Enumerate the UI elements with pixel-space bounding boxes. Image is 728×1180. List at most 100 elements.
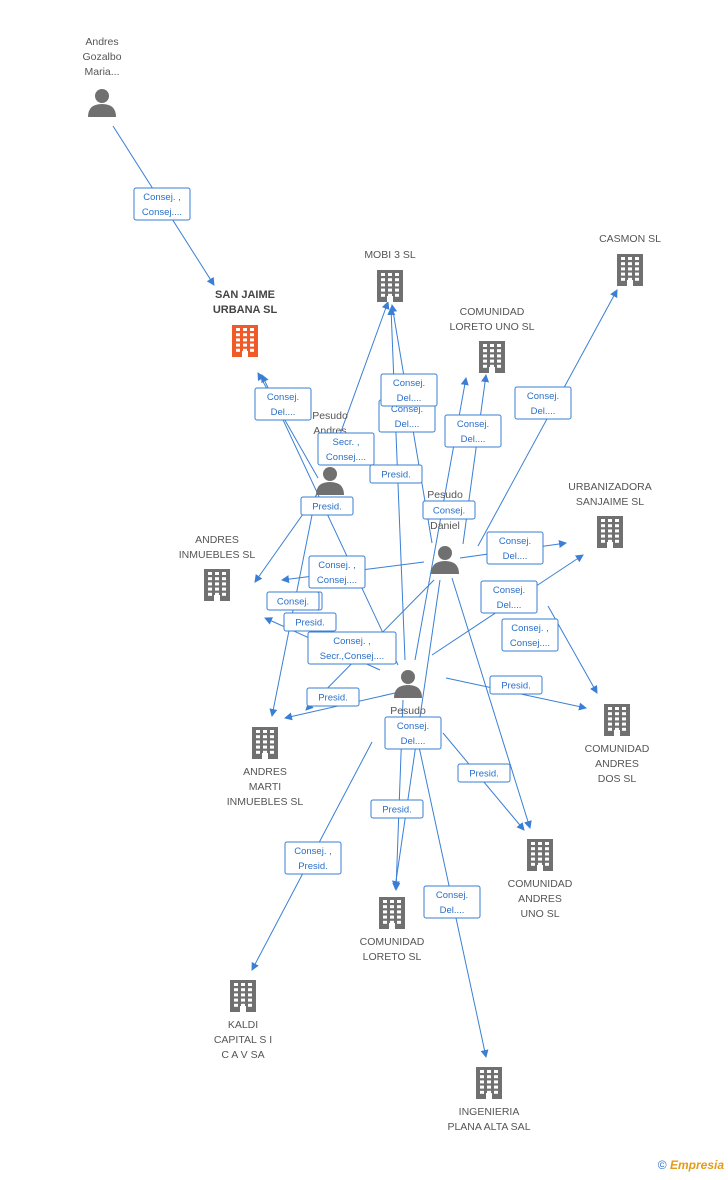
- node-label: UNO SL: [520, 908, 559, 920]
- edge-label-pesudo_daniel-to-com_loreto_uno[interactable]: Consej.Del....: [444, 414, 502, 448]
- edge-label-pesudo_carlos-to-kaldi[interactable]: Consej. , Presid.: [284, 841, 342, 875]
- node-label: CAPITAL S I: [214, 1034, 272, 1046]
- edge-role-text: Consej.: [267, 392, 299, 403]
- edge-role-text: Presid.: [501, 681, 531, 692]
- edge-label-pesudo_daniel-to-mobi3[interactable]: Consej.Del....: [378, 399, 436, 433]
- edge-role-text: Consej....: [510, 638, 550, 649]
- edge-label-pesudo_carlos-to-san_jaime[interactable]: Presid.: [283, 612, 337, 632]
- edge-role-text: Consej....: [142, 207, 182, 218]
- edge-line-pesudo_carlos-to-san_jaime: [261, 374, 399, 666]
- edge-label-pesudo_carlos-to-ingenieria[interactable]: Consej. Del....: [423, 885, 481, 919]
- edge-role-text: Presid.: [312, 502, 342, 513]
- edge-label-box: [307, 631, 397, 665]
- node-casmon[interactable]: CASMON SL: [599, 233, 661, 286]
- edge-label-box: [489, 675, 543, 695]
- edge-label-pesudo_carlos-to-com_loreto[interactable]: Consej.Del....: [384, 716, 442, 750]
- edge-role-text: Presid.: [318, 693, 348, 704]
- node-label: Daniel: [430, 520, 460, 532]
- person-icon: [394, 670, 422, 698]
- edge-label-pesudo_carlos-to-com_andres_uno[interactable]: Presid.: [457, 763, 511, 783]
- node-label: Gozalbo: [82, 51, 121, 63]
- node-label: ANDRES: [243, 766, 287, 778]
- footer-brand[interactable]: © Empresia: [658, 1158, 724, 1172]
- node-label: LORETO UNO SL: [450, 321, 535, 333]
- edge-role-text: Consej. ,: [318, 560, 356, 571]
- node-label: CASMON SL: [599, 233, 661, 245]
- edge-label-box: [384, 716, 442, 750]
- edge-role-text: Consej.: [457, 419, 489, 430]
- edge-label-box: [480, 580, 538, 614]
- edge-role-text: Consej....: [326, 452, 366, 463]
- edge-role-text: Presid.: [298, 861, 328, 872]
- company-building-icon: [597, 516, 623, 548]
- edge-role-text: Consej. ,: [294, 846, 332, 857]
- edge-label-box: [457, 763, 511, 783]
- edge-label-pesudo_carlos-to-andres_inmuebles[interactable]: Consej.: [266, 591, 320, 611]
- edge-label-pesudo_andres-to-andres_inmuebles[interactable]: Presid.: [300, 496, 354, 516]
- edge-label-pesudo_daniel-to-com_andres_dos[interactable]: Consej. , Consej....: [501, 618, 559, 652]
- edge-label-pesudo_daniel-to-com_andres_uno[interactable]: Consej.Del....: [480, 580, 538, 614]
- node-label: COMUNIDAD: [585, 743, 650, 755]
- edge-label-box: [370, 799, 424, 819]
- edge-line-pesudo_carlos-to-mobi3: [387, 307, 406, 661]
- edge-label-pesudo_daniel-to-urb_sanjaime[interactable]: Consej.Del....: [486, 531, 544, 565]
- edge-role-text: Del....: [271, 407, 296, 418]
- node-label: MOBI 3 SL: [364, 249, 416, 261]
- edge-label-pesudo_carlos-to-urb_sanjaime[interactable]: Presid.: [369, 464, 423, 484]
- edge-label-pesudo_daniel-to-andres_marti[interactable]: Consej. , Secr.,Consej....: [307, 631, 397, 665]
- node-label: INMUEBLES SL: [227, 796, 304, 808]
- edge-role-text: Presid.: [469, 769, 499, 780]
- edge-label-pesudo_andres-to-mobi3[interactable]: Secr. ,Consej....: [317, 432, 375, 466]
- node-label: DOS SL: [598, 773, 637, 785]
- edge-label-pesudo_carlos-to-mobi3[interactable]: Consej.Del....: [380, 373, 438, 407]
- edge-role-text: Del....: [401, 736, 426, 747]
- copyright-symbol: ©: [657, 1158, 667, 1172]
- company-building-icon: [252, 727, 278, 759]
- person-icon: [88, 89, 116, 117]
- company-building-icon: [604, 704, 630, 736]
- edge-label-box: [284, 841, 342, 875]
- edge-label-pesudo_carlos-to-com_loreto_uno[interactable]: Consej.: [422, 500, 476, 520]
- node-label: SANJAIME SL: [576, 496, 644, 508]
- edge-label-box: [486, 531, 544, 565]
- node-label: COMUNIDAD: [360, 936, 425, 948]
- edge-label-pesudo_daniel-to-casmon[interactable]: Consej.Del....: [514, 386, 572, 420]
- edge-role-text: Presid.: [295, 618, 325, 629]
- node-andres_gozalbo[interactable]: AndresGozalboMaria...: [82, 36, 122, 117]
- edge-role-text: Del....: [531, 406, 556, 417]
- node-label: ANDRES: [595, 758, 639, 770]
- edge-label-pesudo_carlos-to-com_andres_dos[interactable]: Presid.: [489, 675, 543, 695]
- node-com_andres_dos[interactable]: COMUNIDAD ANDRES DOS SL: [585, 704, 650, 785]
- edge-label-pesudo_carlos-to-andres_marti[interactable]: Presid.: [306, 687, 360, 707]
- brand-name: Empresia: [669, 1158, 724, 1172]
- edge-role-text: Consej. ,: [511, 623, 549, 634]
- edge-label-andres_gozalbo-to-san_jaime[interactable]: Consej. ,Consej....: [133, 187, 191, 221]
- edge-label-pesudo_andres-to-san_jaime[interactable]: Consej. Del....: [254, 387, 312, 421]
- edge-label-pesudo_daniel-to-andres_inmuebles[interactable]: Consej. ,Consej....: [308, 555, 366, 589]
- edge-role-text: Presid.: [381, 470, 411, 481]
- edge-role-text: Secr.,Consej....: [320, 651, 384, 662]
- node-mobi3[interactable]: MOBI 3 SL: [364, 249, 416, 302]
- node-label: URBANA SL: [213, 304, 278, 316]
- edge-label-box: [283, 612, 337, 632]
- edge-labels-layer: Consej. , Consej.... Consej. Del.... Presid.…: [133, 187, 572, 919]
- edge-role-text: Del....: [395, 419, 420, 430]
- node-label: INGENIERIA: [459, 1106, 520, 1118]
- edge-role-text: Consej.: [433, 506, 465, 517]
- edge-label-pesudo_daniel-to-com_loreto[interactable]: Presid.: [370, 799, 424, 819]
- edge-role-text: Del....: [440, 905, 465, 916]
- edge-label-box: [306, 687, 360, 707]
- edge-role-text: Consej.: [436, 890, 468, 901]
- edge-role-text: Consej. ,: [333, 636, 371, 647]
